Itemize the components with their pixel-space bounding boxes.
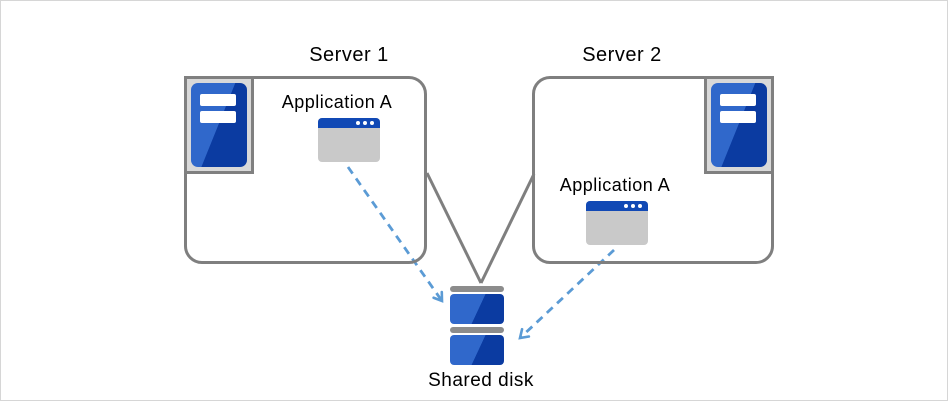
app-window-titlebar [586, 201, 648, 211]
titlebar-dot-icon [370, 121, 374, 125]
disk-cap-bar [450, 327, 504, 333]
server-slot-bar [200, 94, 236, 106]
disk-body [450, 294, 504, 324]
app1-label: Application A [281, 92, 393, 112]
titlebar-dot-icon [624, 204, 628, 208]
disk-cap-bar [450, 286, 504, 292]
server2-server-icon [704, 76, 774, 174]
titlebar-dot-icon [356, 121, 360, 125]
titlebar-dot-icon [638, 204, 642, 208]
server1-label: Server 1 [309, 44, 389, 66]
server-tower-icon [711, 83, 767, 167]
connector-server1-to-disk [425, 172, 483, 284]
app2-window-icon [586, 201, 648, 245]
server-tower-icon [191, 83, 247, 167]
server-slot-bar [720, 94, 756, 106]
server-slot-bar [200, 111, 236, 123]
server2-label: Server 2 [582, 44, 662, 66]
app-window-titlebar [318, 118, 380, 128]
titlebar-dot-icon [631, 204, 635, 208]
shared-disk-label: Shared disk [428, 370, 534, 391]
disk-unit [450, 286, 504, 324]
shared-disk-icon [450, 286, 504, 365]
disk-unit [450, 327, 504, 365]
server-slot-bar [720, 111, 756, 123]
app1-window-icon [318, 118, 380, 162]
disk-body [450, 335, 504, 365]
titlebar-dot-icon [363, 121, 367, 125]
app2-label: Application A [559, 175, 671, 195]
server1-server-icon [184, 76, 254, 174]
